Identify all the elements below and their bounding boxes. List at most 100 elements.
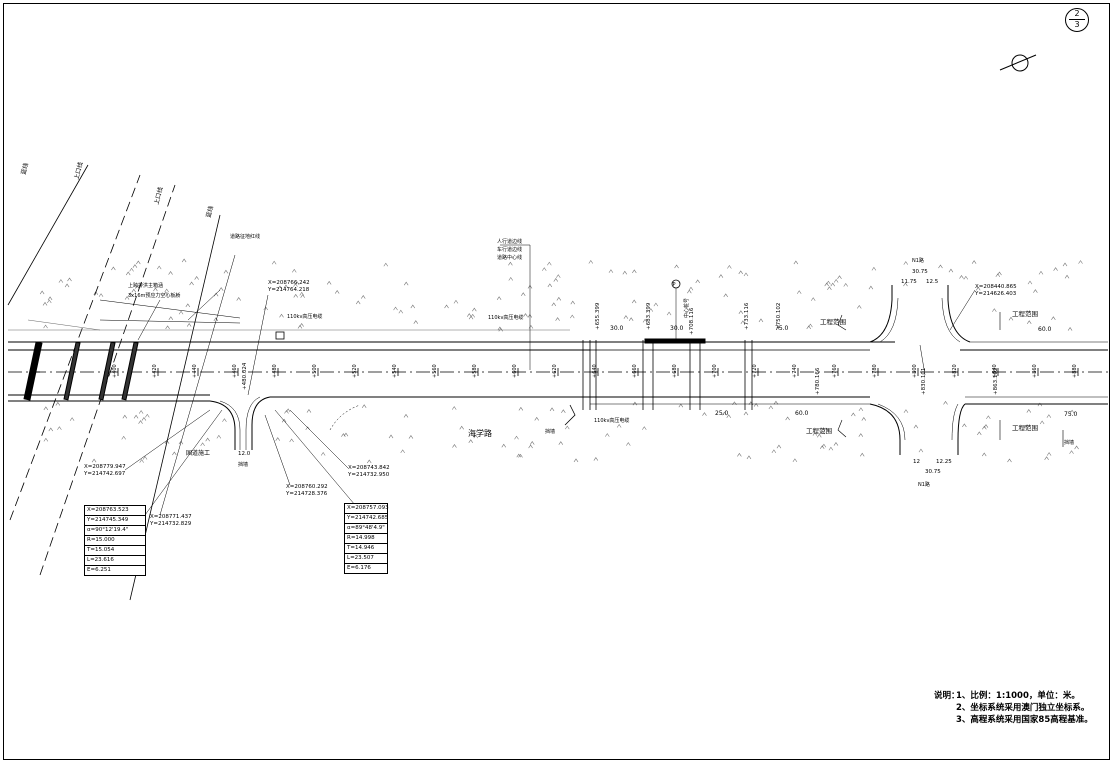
terrain-mark [1074, 445, 1079, 450]
terrain-mark [410, 304, 416, 309]
bridge-mid-label: 中心桩号 [683, 298, 690, 318]
terrain-mark [181, 258, 187, 263]
terrain-mark [1026, 320, 1032, 324]
terrain-mark [122, 414, 128, 419]
terrain-mark [400, 449, 405, 454]
dim-30b: 30.0 [670, 325, 684, 332]
terrain-mark [631, 299, 637, 304]
station-tick-label: +680 [672, 364, 678, 378]
terrain-mark [64, 283, 70, 288]
terrain-mark [57, 426, 62, 430]
terrain-mark [67, 277, 72, 282]
terrain-mark [468, 315, 474, 320]
guard-label-c: 挡墙 [238, 461, 248, 468]
terrain-mark [153, 287, 158, 292]
terrain-mark [1064, 274, 1070, 279]
cable-label-a: 110kv高压电缆 [287, 313, 322, 320]
terrain-mark [913, 424, 919, 429]
terrain-mark [843, 282, 848, 287]
terrain-mark [133, 414, 139, 419]
terrain-mark [859, 452, 865, 457]
terrain-mark [178, 310, 184, 315]
station-tick-label: +600 [512, 364, 518, 378]
culvert-label-2: 上跨排洪主箱涵 [128, 282, 163, 289]
terrain-mark [473, 434, 479, 439]
terrain-mark [726, 414, 731, 418]
terrain-mark [299, 291, 304, 296]
terrain-mark [817, 433, 822, 438]
terrain-mark [1053, 267, 1058, 271]
terrain-mark [279, 313, 284, 318]
terrain-mark [828, 446, 834, 451]
terrain-mark [632, 401, 638, 406]
terrain-mark [194, 276, 199, 280]
terrain-mark [131, 288, 137, 293]
note-item: 2、坐标系统采用澳门独立坐标系。 [956, 703, 1090, 713]
station-tick-label: +440 [192, 364, 198, 378]
station-tick-label: +840 [992, 364, 998, 378]
terrain-mark [975, 286, 981, 291]
terrain-mark [971, 260, 977, 264]
terrain-mark [222, 418, 227, 422]
terrain-mark [992, 308, 997, 312]
terrain-mark [320, 451, 326, 456]
terrain-mark [1046, 414, 1052, 418]
terrain-mark [294, 281, 300, 285]
station-tick-label: +700 [712, 364, 718, 378]
terrain-mark [687, 289, 692, 294]
terrain-mark [403, 281, 409, 286]
terrain-mark [236, 296, 241, 301]
coord-1-x: X=208766.242 [268, 280, 310, 286]
dim-60a: 60.0 [795, 410, 809, 417]
terrain-mark [758, 318, 764, 323]
dim-12-0: 12.0 [238, 451, 251, 457]
terrain-mark [48, 427, 54, 432]
terrain-mark [156, 265, 162, 270]
terrain-mark [608, 269, 614, 273]
terrain-mark [453, 299, 459, 304]
terrain-mark [820, 430, 825, 435]
terrain-mark [948, 268, 954, 273]
terrain-mark [808, 323, 813, 328]
station-tick-label: +880 [1072, 364, 1078, 378]
terrain-mark [452, 443, 457, 448]
station-s7: +780.166 [815, 367, 821, 395]
terrain-mark [285, 408, 291, 413]
terrain-mark [534, 416, 539, 421]
station-tick-label: +420 [152, 364, 158, 378]
terrain-mark [1051, 316, 1056, 320]
curve-right-row: E=6.176 [347, 565, 371, 571]
construction-label: 国道施工 [186, 449, 210, 457]
coord-3-y: Y=214732.829 [149, 521, 192, 527]
terrain-mark [561, 409, 566, 413]
terrain-mark [982, 425, 987, 430]
terrain-mark [573, 458, 579, 463]
terrain-mark [185, 303, 191, 308]
terrain-mark [172, 451, 177, 456]
terrain-mark [472, 307, 477, 312]
terrain-mark [91, 458, 97, 463]
terrain-mark [467, 313, 472, 317]
terrain-mark [403, 413, 409, 418]
dim-11-75: 11.75 [901, 279, 917, 285]
station-s8: +830.101 [921, 368, 927, 395]
terrain-mark [981, 452, 987, 457]
terrain-mark [451, 406, 457, 410]
station-tick-label: +400 [112, 364, 118, 378]
terrain-mark [1023, 425, 1029, 429]
terrain-mark [200, 442, 205, 447]
terrain-mark [189, 281, 194, 286]
coord-1-y: Y=214764.218 [267, 287, 310, 293]
station-s1: +480.024 [242, 362, 248, 390]
terrain-mark [773, 400, 779, 405]
terrain-mark [623, 315, 629, 319]
terrain-mark [983, 424, 989, 428]
terrain-mark [826, 280, 831, 285]
station-s3: +683.399 [646, 302, 652, 330]
coord-4-y: Y=214728.376 [285, 491, 328, 497]
curve-left-row: T=15.054 [85, 546, 145, 556]
station-tick-label: +640 [592, 364, 598, 378]
terrain-mark [819, 445, 825, 449]
terrain-mark [806, 325, 811, 330]
terrain-mark [326, 280, 332, 285]
